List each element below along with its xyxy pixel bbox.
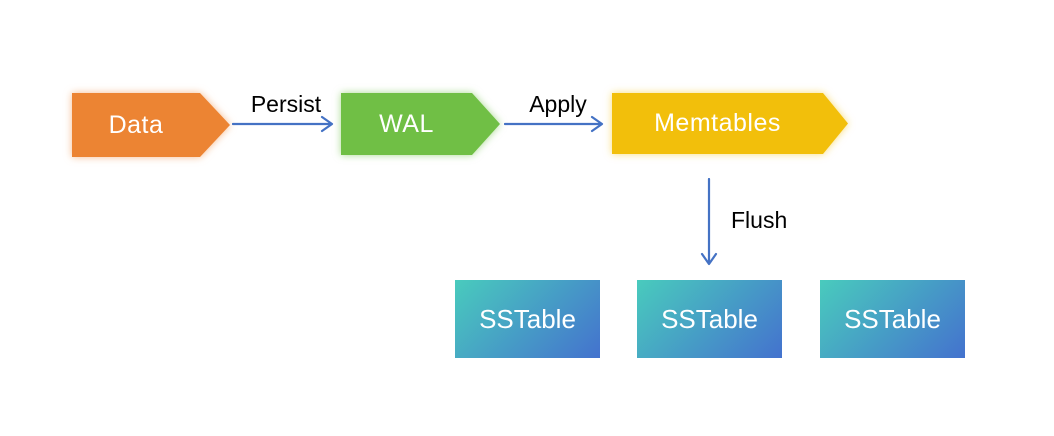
node-wal: WAL [341,93,500,155]
node-sstable-2: SSTable [637,280,782,358]
apply-arrow-icon [504,115,604,133]
edge-flush-label: Flush [731,207,788,233]
node-memtables-label: Memtables [654,109,781,137]
node-sstable-1-label: SSTable [479,303,576,334]
node-sstable-1: SSTable [455,280,600,358]
edge-persist-label: Persist [250,91,322,117]
node-sstable-3-label: SSTable [844,303,941,334]
edge-apply-label: Apply [529,91,587,117]
node-wal-shape: WAL [341,93,500,155]
node-sstable-3: SSTable [820,280,965,358]
node-memtables-shape: Memtables [612,93,848,154]
node-data-label: Data [108,110,164,139]
persist-arrow-icon [232,115,334,133]
node-sstable-2-label: SSTable [661,303,758,334]
node-memtables: Memtables [612,93,848,154]
node-wal-label: WAL [379,109,434,138]
node-data: Data [72,93,230,157]
node-data-shape: Data [72,93,230,157]
flush-arrow-icon [700,178,718,266]
